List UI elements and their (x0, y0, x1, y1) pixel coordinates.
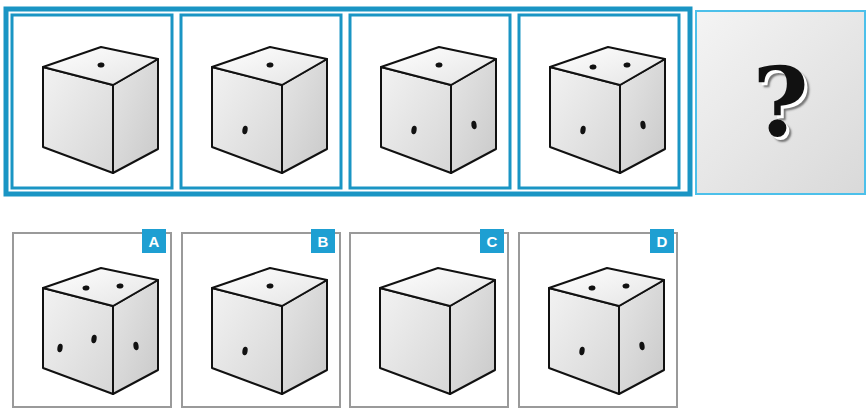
option-cell (13, 233, 171, 407)
option-label: A (142, 229, 166, 253)
option-letter: B (318, 234, 329, 249)
cube-top-face (549, 268, 664, 306)
sequence-cell (519, 15, 679, 188)
dice-cube (212, 47, 327, 173)
dice-pip (82, 285, 90, 291)
dice-pip (133, 341, 139, 350)
dice-pip (579, 346, 586, 355)
option-label: B (311, 229, 335, 253)
dice-pip (471, 120, 477, 129)
sequence-cell (12, 15, 172, 188)
dice-pip (266, 283, 274, 289)
dice-cube (550, 47, 665, 173)
dice-pip (91, 334, 98, 343)
option-letter: A (149, 234, 160, 249)
sequence-frame (6, 9, 690, 194)
dice-pip (266, 62, 274, 68)
dice-pip (589, 64, 597, 70)
option-letter: D (657, 234, 668, 249)
cube-top-face (380, 268, 495, 306)
dice-pip (435, 62, 443, 68)
dice-pip (623, 62, 631, 68)
cube-top-face (550, 47, 665, 85)
cube-top-face (381, 47, 496, 85)
question-box: ? (695, 10, 866, 195)
dice-pip (639, 341, 645, 350)
sequence-cell (181, 15, 341, 188)
dice-pip (97, 62, 105, 68)
dice-cube (381, 47, 496, 173)
dice-pip (640, 120, 646, 129)
dice-cube (43, 47, 158, 173)
dice-pip (242, 125, 249, 134)
cube-top-face (43, 268, 158, 306)
cube-top-face (212, 47, 327, 85)
option-cell (350, 233, 508, 407)
option-letter: C (487, 234, 498, 249)
dice-cube (380, 268, 495, 394)
dice-pip (242, 346, 249, 355)
dice-pip (411, 125, 418, 134)
dice-pip (57, 343, 64, 352)
dice-cube (212, 268, 327, 394)
option-cell (519, 233, 677, 407)
dice-pip (580, 125, 587, 134)
dice-pip (622, 283, 630, 289)
option-cell (182, 233, 340, 407)
dice-pip (116, 283, 124, 289)
dice-cube (43, 268, 158, 394)
sequence-cell (350, 15, 510, 188)
cube-top-face (43, 47, 158, 85)
question-mark: ? (752, 55, 808, 151)
option-label: C (480, 229, 504, 253)
cube-top-face (212, 268, 327, 306)
dice-cube (549, 268, 664, 394)
dice-pip (588, 285, 596, 291)
option-label: D (650, 229, 674, 253)
